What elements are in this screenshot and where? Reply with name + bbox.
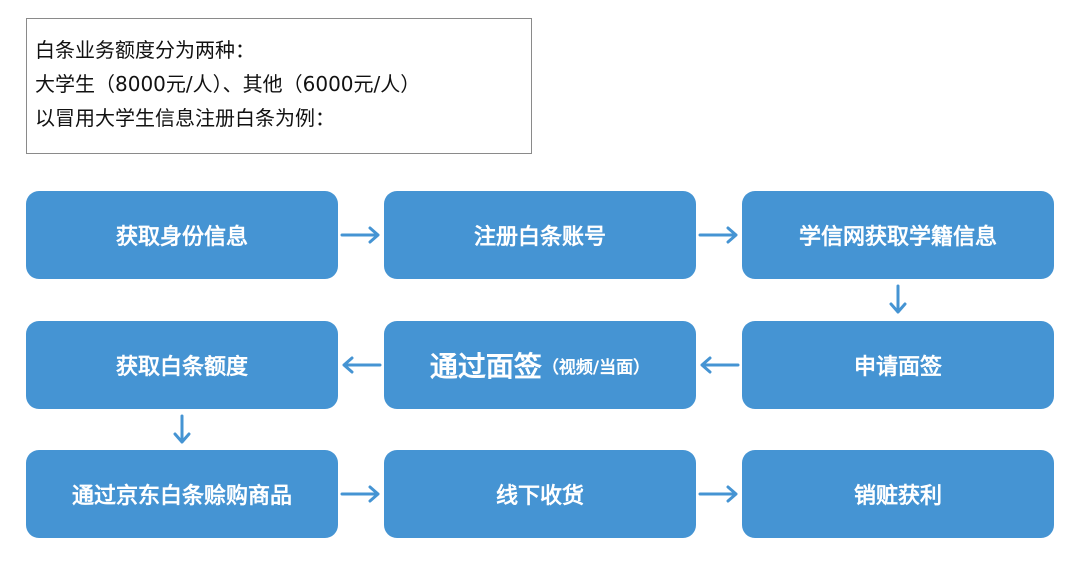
step-label: 注册白条账号: [473, 225, 606, 250]
step-get-student-status-info: 学信网获取学籍信息: [742, 191, 1054, 279]
arrow-right-icon: [698, 226, 738, 244]
step-label: 获取白条额度: [115, 355, 248, 380]
step-register-baitiao-account: 注册白条账号: [384, 191, 696, 279]
step-pass-interview: 通过面签（视频/当面）: [384, 321, 696, 409]
arrow-down-icon: [173, 414, 191, 444]
arrow-right-icon: [340, 485, 380, 503]
step-label: 通过京东白条赊购商品: [71, 484, 292, 509]
arrow-left-icon: [342, 356, 382, 374]
step-offline-receive: 线下收货: [384, 450, 696, 538]
step-label: 申请面签: [853, 355, 942, 380]
step-label: 线下收货: [495, 484, 584, 509]
step-sublabel: （视频/当面）: [541, 357, 651, 378]
step-get-credit-limit: 获取白条额度: [26, 321, 338, 409]
arrow-left-icon: [700, 356, 740, 374]
step-apply-interview: 申请面签: [742, 321, 1054, 409]
note-line-quota-types: 白条业务额度分为两种：: [35, 38, 255, 62]
step-label: 获取身份信息: [115, 225, 248, 250]
arrow-down-icon: [889, 284, 907, 314]
step-label: 通过面签: [429, 350, 542, 383]
intro-note: 白条业务额度分为两种： 大学生（8000元/人）、其他（6000元/人） 以冒用…: [26, 18, 532, 154]
arrow-right-icon: [698, 485, 738, 503]
step-label: 学信网获取学籍信息: [798, 225, 997, 250]
step-credit-purchase: 通过京东白条赊购商品: [26, 450, 338, 538]
note-line-quota-amounts: 大学生（8000元/人）、其他（6000元/人）: [35, 72, 421, 96]
note-line-example: 以冒用大学生信息注册白条为例：: [35, 106, 335, 130]
step-sell-for-profit: 销赃获利: [742, 450, 1054, 538]
step-get-identity-info: 获取身份信息: [26, 191, 338, 279]
step-label: 销赃获利: [853, 484, 942, 509]
arrow-right-icon: [340, 226, 380, 244]
